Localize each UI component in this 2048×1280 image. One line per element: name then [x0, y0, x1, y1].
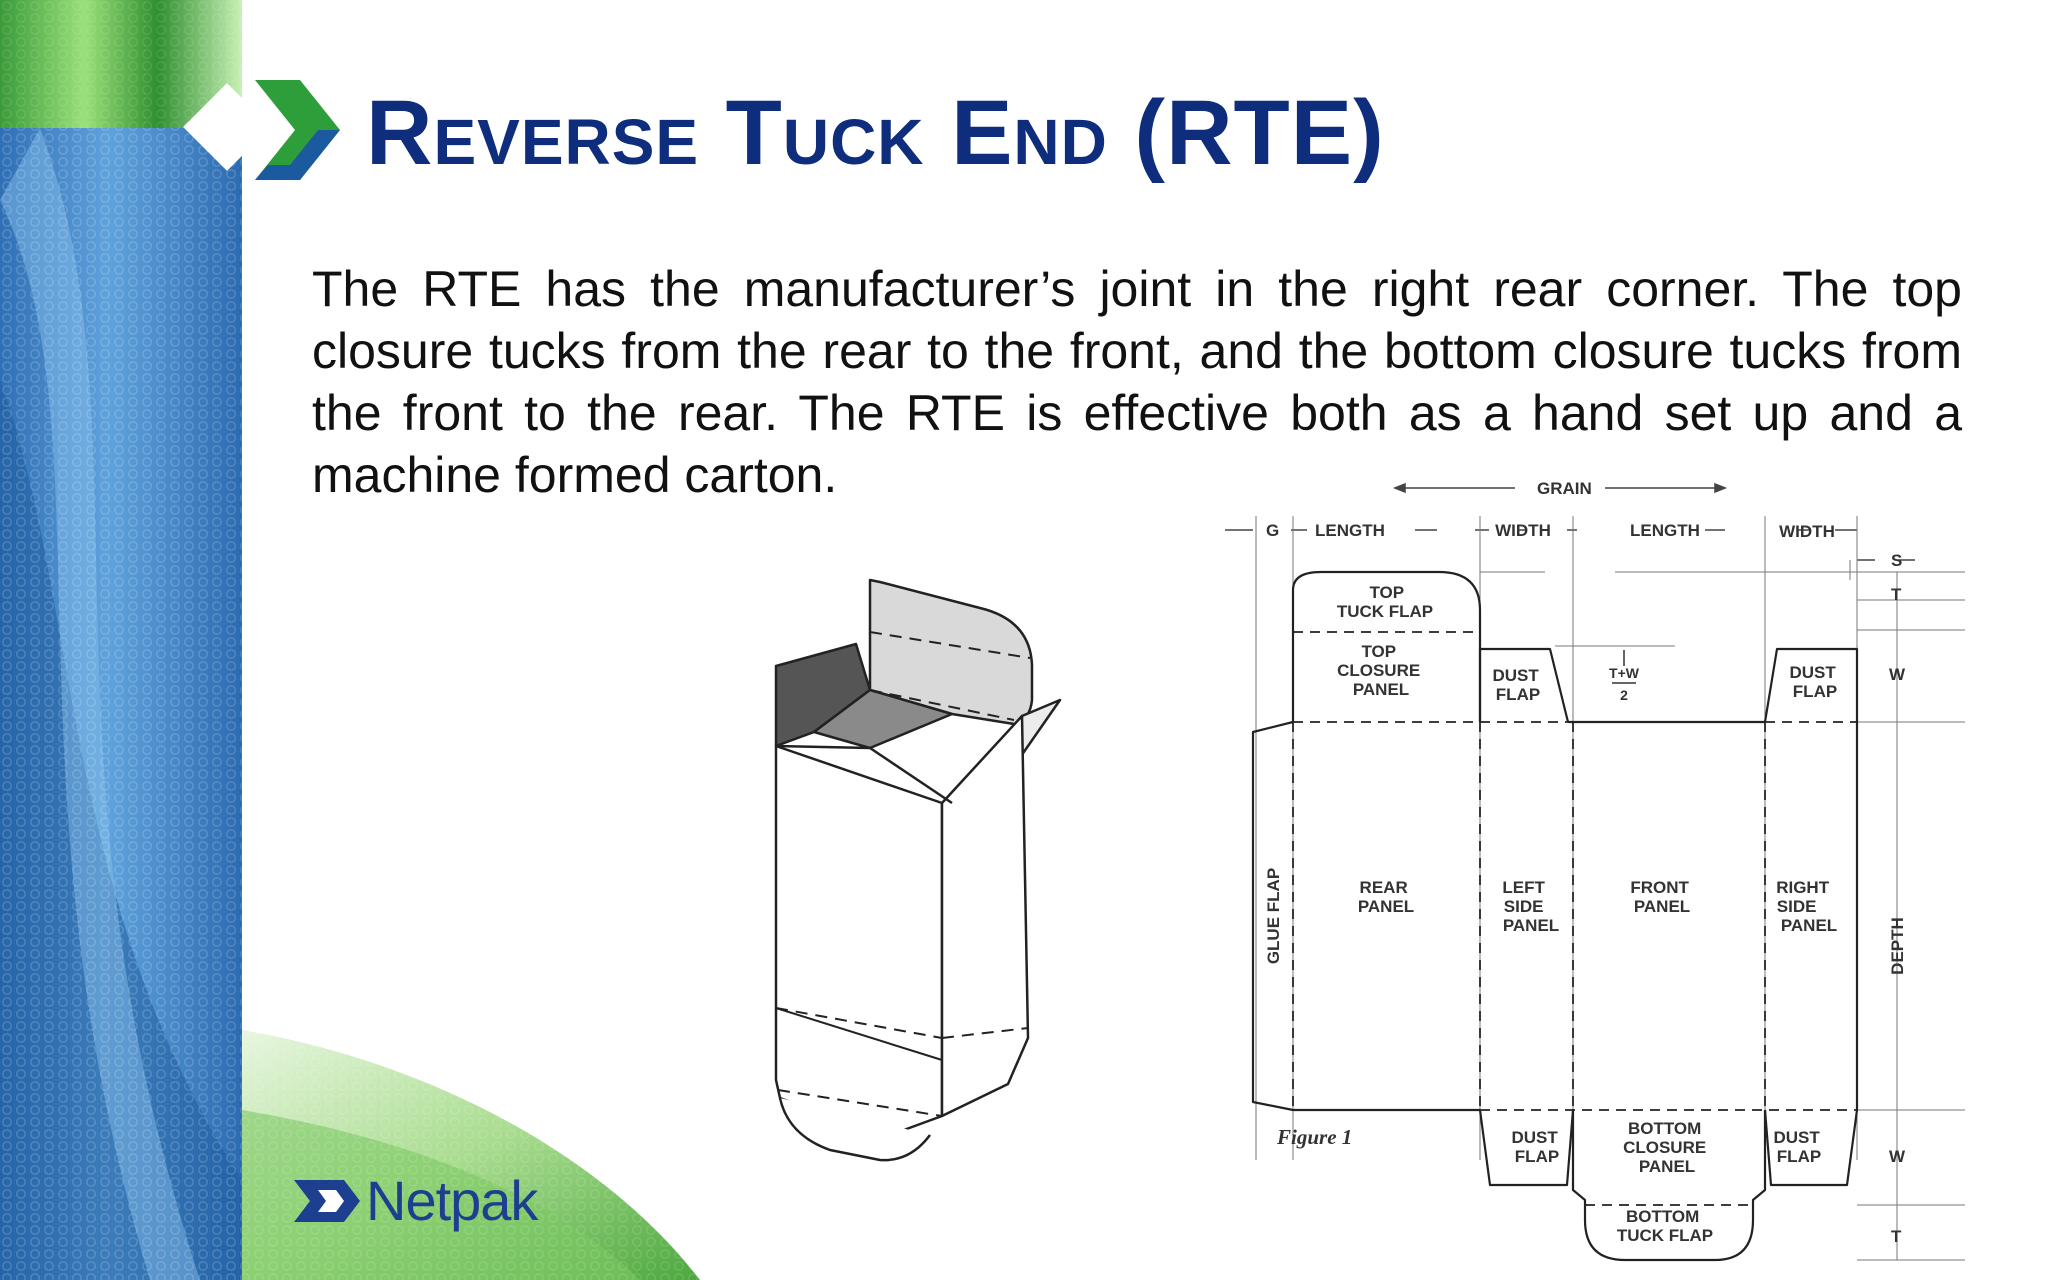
label-bottom-closure-panel: BOTTOM CLOSURE PANEL — [1623, 1119, 1711, 1176]
label-top-closure-panel: TOP CLOSURE PANEL — [1337, 642, 1425, 699]
dim-tw-den: 2 — [1620, 687, 1628, 703]
page-title: Reverse Tuck End (RTE) — [366, 82, 1385, 184]
label-front-panel: FRONT PANEL — [1630, 878, 1693, 916]
dim-t-bottom: T — [1891, 1227, 1902, 1246]
dim-width-2: WIDTH — [1779, 522, 1835, 541]
dim-g: G — [1266, 521, 1279, 540]
dim-length-2: LENGTH — [1630, 521, 1700, 540]
dim-w-bottom: W — [1889, 1147, 1906, 1166]
dim-grain: GRAIN — [1537, 479, 1592, 498]
dim-w-top: W — [1889, 665, 1906, 684]
label-dust-flap-top-right: DUST FLAP — [1789, 663, 1840, 701]
label-dust-flap-bottom-left: DUST FLAP — [1511, 1128, 1562, 1166]
dim-length-1: LENGTH — [1315, 521, 1385, 540]
dim-width-1: WIDTH — [1495, 521, 1551, 540]
carton-illustration — [774, 578, 1062, 1162]
dim-tw-num: T+W — [1609, 665, 1640, 681]
figure-caption: Figure 1 — [1276, 1125, 1352, 1149]
label-dust-flap-top-left: DUST FLAP — [1492, 666, 1543, 704]
description-text: The RTE has the manufacturer’s joint in … — [312, 261, 1962, 503]
logo-text: Netpak — [366, 1169, 538, 1232]
label-glue-flap: GLUE FLAP — [1264, 868, 1283, 964]
label-rear-panel: REAR PANEL — [1358, 878, 1414, 916]
label-top-tuck-flap: TOP TUCK FLAP — [1337, 583, 1433, 621]
label-left-side-panel: LEFT SIDE PANEL — [1502, 878, 1559, 935]
dim-t-top: T — [1891, 585, 1902, 604]
dim-s: S — [1891, 551, 1902, 570]
dieline-diagram: GRAIN G LENGTH WIDTH LENGTH WIDTH S T W … — [1225, 479, 1965, 1262]
netpak-logo: Netpak — [288, 1168, 588, 1234]
label-right-side-panel: RIGHT SIDE PANEL — [1776, 878, 1837, 935]
dim-depth: DEPTH — [1888, 917, 1907, 975]
label-bottom-tuck-flap: BOTTOM TUCK FLAP — [1617, 1207, 1713, 1245]
label-dust-flap-bottom-right: DUST FLAP — [1773, 1128, 1824, 1166]
netpak-arrow-icon — [294, 1180, 360, 1222]
